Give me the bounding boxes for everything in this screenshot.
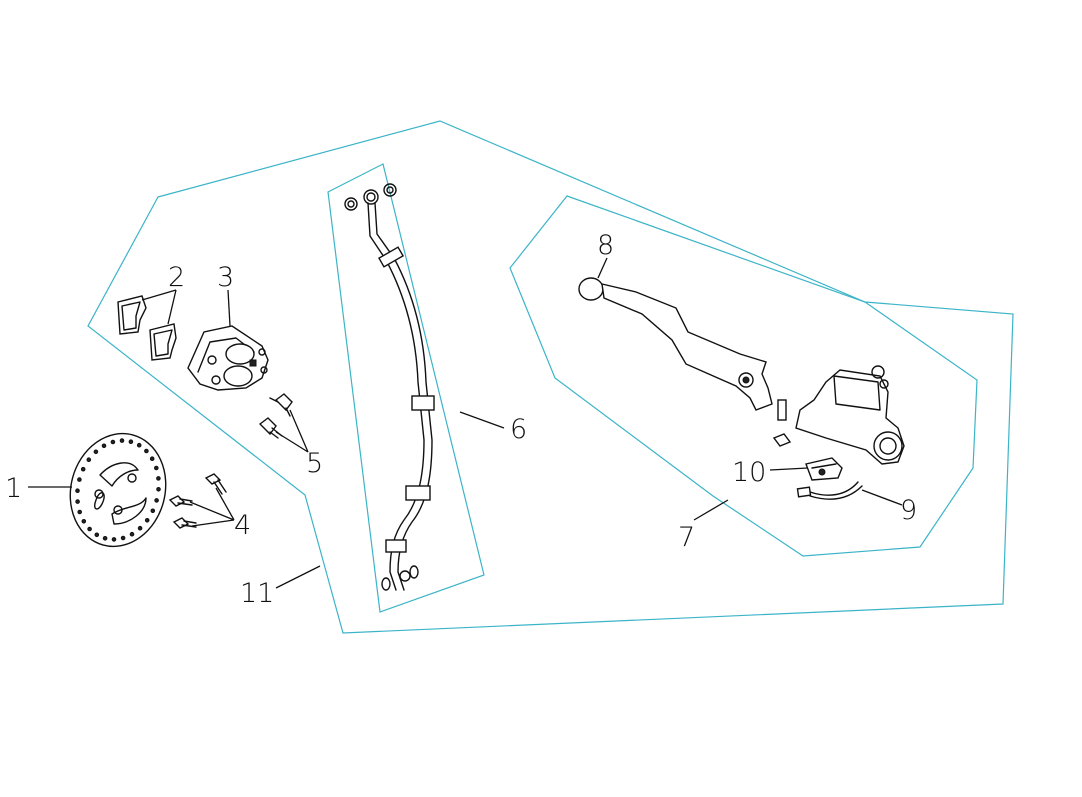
disc-hole: [129, 531, 135, 537]
disc-hole: [156, 487, 161, 492]
disc-hole: [110, 439, 116, 445]
callout-11: 11: [240, 578, 274, 609]
disc-hole: [80, 466, 86, 472]
disc-hole: [93, 449, 99, 455]
caliper-bolts-part: [258, 393, 293, 439]
brake-pads-part: [117, 295, 177, 361]
disc-hole: [111, 537, 117, 542]
assembly-outline-6: [327, 163, 485, 613]
disc-hole: [136, 442, 142, 448]
disc-hole: [150, 508, 156, 514]
callout-1: 1: [5, 473, 22, 504]
disc-hole: [144, 448, 149, 454]
disc-hole: [81, 519, 87, 524]
disc-hole: [144, 518, 150, 523]
disc-hole: [77, 477, 82, 482]
callout-5: 5: [306, 448, 323, 479]
switch-wire-part: [796, 481, 863, 500]
disc-hole: [75, 488, 80, 494]
disc-hole: [87, 526, 92, 532]
assembly-outline-7: [509, 195, 978, 557]
brake-caliper-part: [187, 325, 269, 391]
callout-8: 8: [597, 230, 614, 261]
callout-6: 6: [510, 414, 527, 445]
disc-hole: [101, 443, 107, 449]
brake-disc-part: [69, 432, 167, 548]
disc-hole: [77, 509, 82, 515]
disc-hole: [102, 536, 108, 541]
callout-7: 7: [678, 522, 695, 553]
disc-hole: [137, 525, 143, 531]
disc-hole: [120, 535, 126, 541]
disc-bolts-part: [168, 473, 227, 529]
brake-lever-part: [578, 277, 773, 411]
callout-10: 10: [732, 457, 766, 488]
brake-switch-part: [805, 457, 843, 481]
disc-hole: [94, 532, 100, 538]
callout-9: 9: [900, 495, 917, 526]
disc-hole: [154, 465, 159, 471]
brake-hose-part: [344, 183, 435, 591]
master-cylinder-part: [772, 365, 905, 465]
leader-lines: [28, 257, 903, 589]
disc-hole: [86, 457, 92, 463]
disc-hole: [154, 498, 159, 503]
callout-2: 2: [168, 262, 185, 293]
disc-hole: [75, 499, 80, 504]
assembly-outline-11: [87, 120, 1014, 634]
disc-hole: [119, 438, 125, 443]
disc-hole: [128, 439, 134, 445]
callout-4: 4: [234, 510, 251, 541]
disc-hole: [149, 456, 155, 462]
disc-hole: [156, 476, 161, 481]
callout-3: 3: [217, 262, 234, 293]
